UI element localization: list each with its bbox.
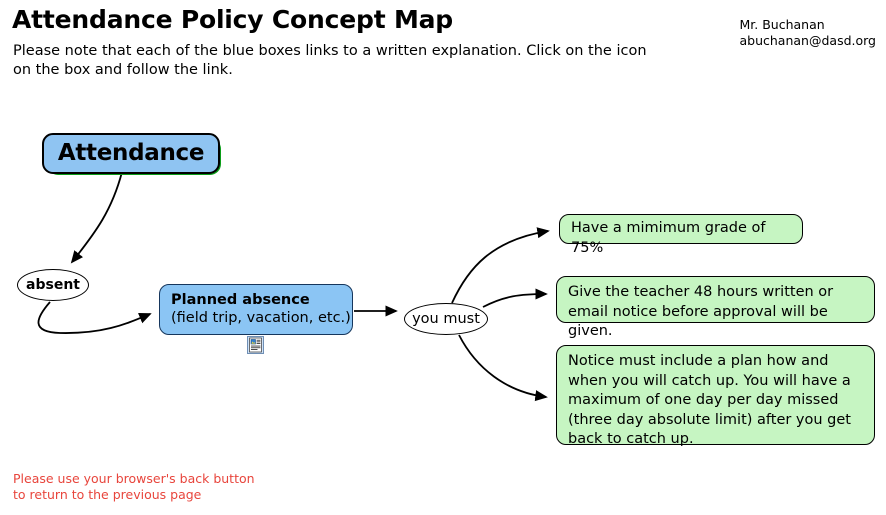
- page-title: Attendance Policy Concept Map: [12, 5, 453, 34]
- node-absent-label: absent: [26, 277, 80, 293]
- node-requirement-grade-text: Have a mimimum grade of 75%: [571, 220, 766, 256]
- node-attendance[interactable]: Attendance: [42, 133, 221, 175]
- node-you-must: you must: [404, 303, 488, 335]
- footer-note-line2: to return to the previous page: [13, 487, 202, 502]
- node-absent: absent: [17, 269, 89, 301]
- edge-youmust-to-grade: [451, 227, 550, 304]
- node-planned-absence[interactable]: Planned absence (field trip, vacation, e…: [159, 284, 353, 335]
- document-link-icon[interactable]: [247, 336, 264, 354]
- node-requirement-grade: Have a mimimum grade of 75%: [559, 214, 803, 256]
- node-requirement-plan-body: Notice must include a plan how and when …: [556, 345, 875, 447]
- node-attendance-label: Attendance: [57, 140, 205, 166]
- edge-youmust-to-notice48: [482, 288, 548, 308]
- intro-instructions: Please note that each of the blue boxes …: [13, 43, 647, 78]
- node-you-must-label: you must: [412, 311, 480, 327]
- edge-youmust-to-plan: [458, 334, 548, 402]
- node-requirement-grade-body: Have a mimimum grade of 75%: [559, 214, 803, 256]
- node-attendance-body[interactable]: Attendance: [42, 133, 220, 174]
- footer-note: Please use your browser's back button to…: [13, 471, 255, 503]
- node-planned-absence-body[interactable]: Planned absence (field trip, vacation, e…: [159, 284, 353, 335]
- node-requirement-notice: Give the teacher 48 hours written or ema…: [556, 276, 875, 339]
- node-planned-absence-subtitle: (field trip, vacation, etc.): [171, 310, 351, 326]
- edge-absent-to-planned: [37, 301, 152, 334]
- node-you-must-body: you must: [404, 303, 488, 335]
- node-requirement-notice-text: Give the teacher 48 hours written or ema…: [568, 284, 834, 339]
- author-email: abuchanan@dasd.org: [739, 33, 877, 48]
- author-block: Mr. Buchanan abuchanan@dasd.org: [740, 17, 877, 49]
- node-planned-absence-title: Planned absence: [171, 292, 310, 308]
- node-requirement-plan: Notice must include a plan how and when …: [556, 345, 875, 447]
- node-requirement-plan-text: Notice must include a plan how and when …: [568, 353, 851, 447]
- node-requirement-notice-body: Give the teacher 48 hours written or ema…: [556, 276, 875, 339]
- node-absent-body: absent: [17, 269, 89, 301]
- edge-attendance-to-absent: [70, 171, 123, 264]
- footer-note-line1: Please use your browser's back button: [13, 471, 255, 486]
- author-name: Mr. Buchanan: [739, 17, 825, 32]
